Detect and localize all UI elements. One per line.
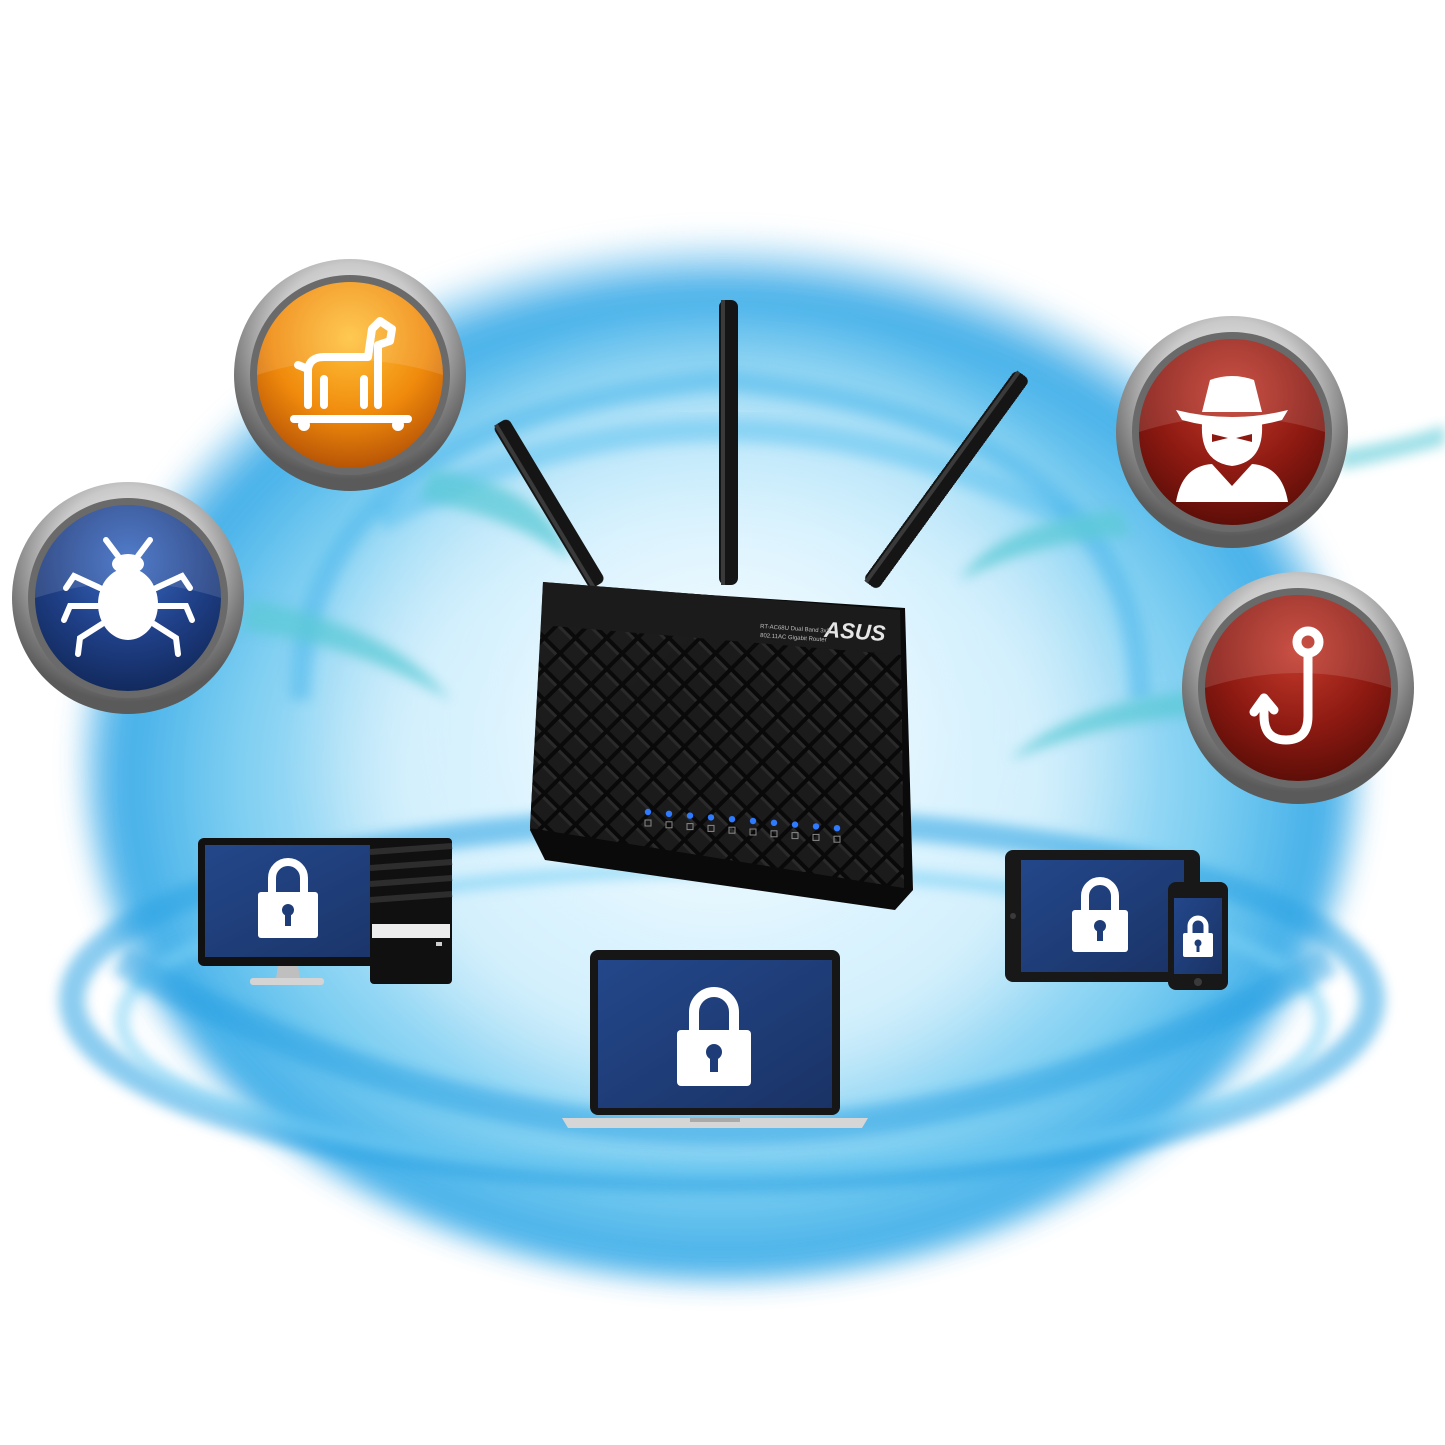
router-model-line1: RT-AC68U Dual Band 3x3 (760, 624, 831, 635)
status-led (686, 812, 694, 819)
tablet-and-phone (1005, 850, 1228, 990)
laptop (562, 950, 868, 1128)
status-led (707, 814, 715, 821)
status-led (644, 808, 652, 816)
status-led-icon (749, 828, 757, 836)
antenna-right (864, 370, 1028, 588)
status-led-icon (728, 826, 736, 834)
status-led-icon (770, 830, 778, 838)
smartphone (1168, 882, 1228, 990)
spy-icon (1176, 376, 1288, 502)
router: ASUS RT-AC68U Dual Band 3x3 802.11AC Gig… (530, 582, 913, 910)
threat-trojan-badge (234, 259, 466, 491)
bug-icon (61, 537, 195, 657)
status-led-icon (812, 833, 820, 841)
lock-icon (1072, 877, 1128, 952)
lock-icon (1183, 915, 1213, 957)
status-led-icon (686, 823, 694, 831)
threat-spy-badge (1116, 316, 1348, 548)
status-led-icon (644, 819, 652, 827)
lock-icon (258, 858, 318, 938)
status-led (728, 816, 736, 823)
status-led (770, 819, 778, 826)
desktop-computer (198, 838, 453, 985)
lock-icon (677, 987, 751, 1086)
router-antennas (494, 300, 1028, 589)
threat-bug-badge (12, 482, 244, 714)
router-model-line2: 802.11AC Gigabit Router (760, 633, 827, 644)
status-led (749, 817, 757, 825)
router-brand-logo: ASUS (823, 617, 887, 646)
phishing-hook-icon (1249, 626, 1324, 745)
router-status-leds (644, 808, 841, 843)
antenna-left (494, 419, 604, 589)
trojan-horse-icon (290, 317, 412, 431)
status-led-icon (665, 821, 673, 829)
status-led (812, 823, 820, 830)
status-led (791, 821, 799, 828)
antenna-center (719, 300, 738, 585)
status-led (833, 825, 841, 832)
threat-deflection-swooshes (240, 425, 1445, 760)
tablet (1005, 850, 1200, 982)
status-led (665, 810, 673, 817)
status-led-icon (707, 824, 715, 832)
status-led-icon (833, 835, 841, 843)
desktop-tower (369, 838, 453, 984)
threat-phishing-badge (1182, 572, 1414, 804)
status-led-icon (791, 832, 799, 840)
